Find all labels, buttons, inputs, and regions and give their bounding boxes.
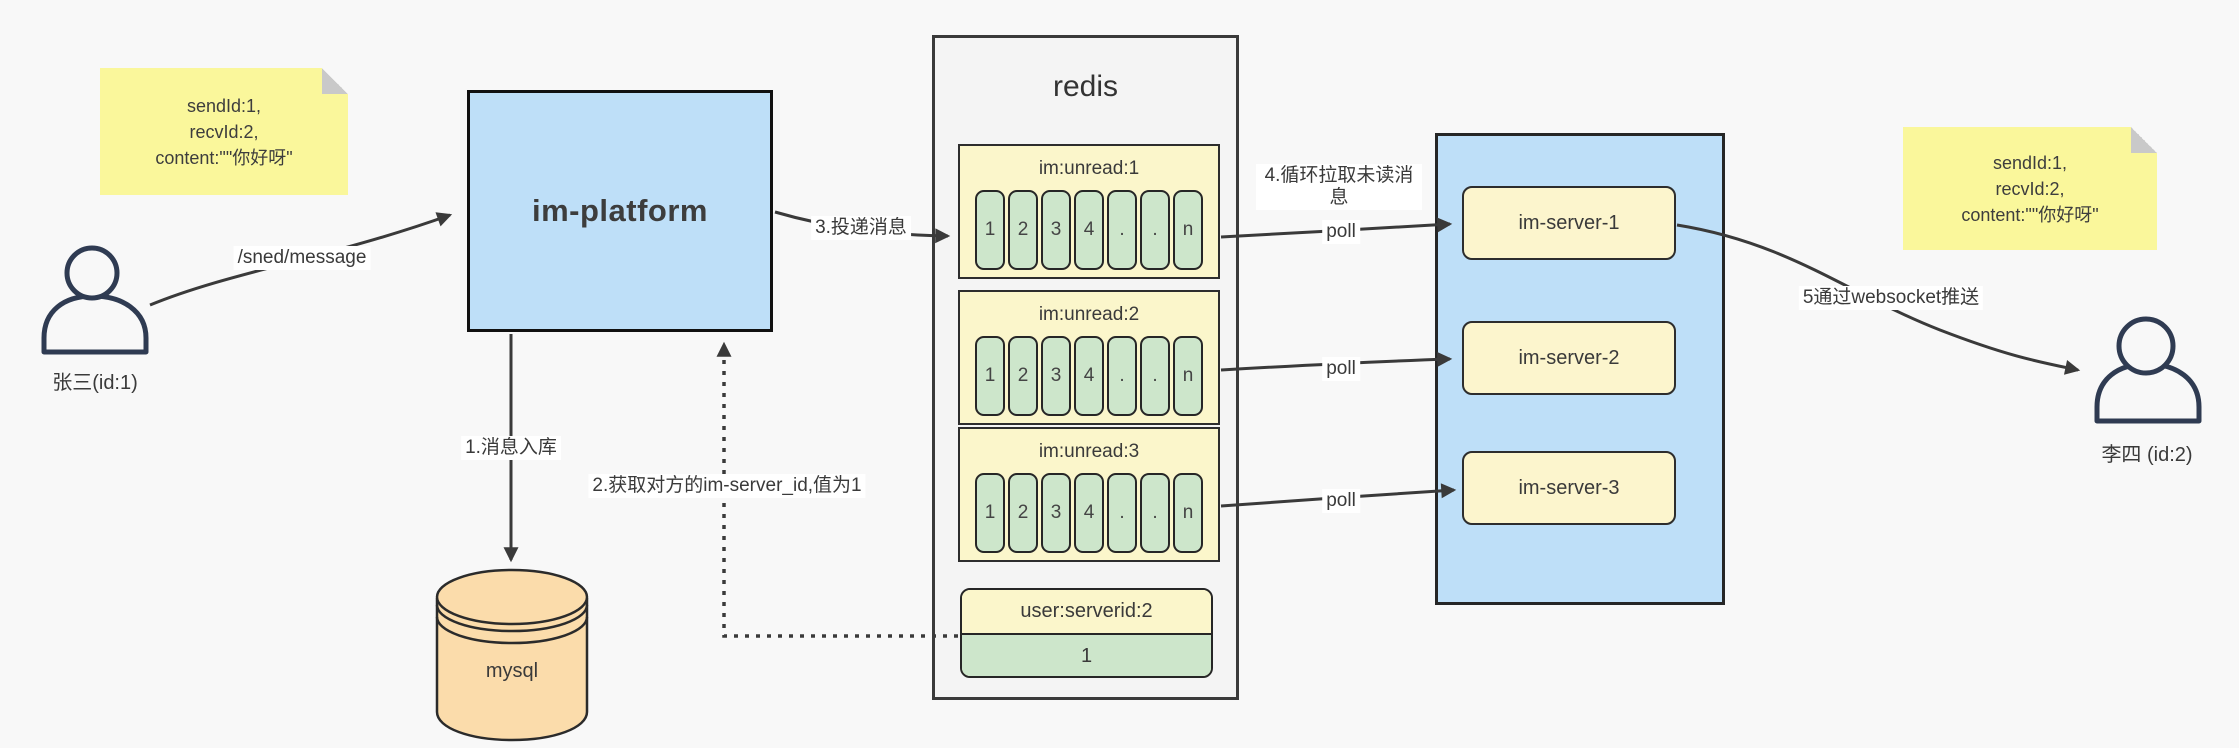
queue-cell: . [1140, 473, 1170, 553]
edge-label-send-api: /sned/message [233, 246, 371, 270]
im-server-label: im-server-1 [1518, 211, 1620, 234]
note-line: sendId:1, [1992, 152, 2068, 173]
redis-queue-unread-1: im:unread:1 1 2 3 4 . . n [958, 144, 1220, 279]
im-server-2-box: im-server-2 [1462, 321, 1676, 395]
queue-cell: n [1173, 190, 1203, 270]
sender-user-icon [41, 245, 149, 355]
receiver-user-icon [2094, 316, 2202, 424]
edge-label-poll-2: poll [1322, 357, 1360, 381]
edge-label-step2: 2.获取对方的im-server_id,值为1 [588, 474, 866, 498]
note-line: sendId:1, [186, 95, 262, 116]
queue-cell: . [1107, 190, 1137, 270]
queue-title: im:unread:1 [1038, 158, 1140, 179]
im-server-label: im-server-2 [1518, 346, 1620, 369]
queue-cells: 1 2 3 4 . . n [960, 473, 1218, 553]
edge-label-step4: 4.循环拉取未读消息 [1256, 164, 1422, 210]
edge-label-poll-1: poll [1322, 220, 1360, 244]
queue-cell: 4 [1074, 336, 1104, 416]
im-platform-label: im-platform [532, 193, 708, 228]
queue-cell: 4 [1074, 473, 1104, 553]
im-server-label: im-server-3 [1518, 476, 1620, 499]
sticky-note-sender-payload: sendId:1, recvId:2, content:""你好呀" [100, 68, 348, 195]
queue-cell: . [1107, 336, 1137, 416]
queue-cell: 1 [975, 473, 1005, 553]
kv-title: user:serverid:2 [962, 590, 1211, 635]
queue-cell: 1 [975, 336, 1005, 416]
note-line: content:""你好呀" [1961, 204, 2099, 225]
note-line: content:""你好呀" [155, 147, 293, 168]
edge-label-poll-3: poll [1322, 489, 1360, 513]
note-line: recvId:2, [1995, 178, 2065, 199]
queue-cell: 3 [1041, 190, 1071, 270]
queue-cell: 4 [1074, 190, 1104, 270]
redis-queue-unread-3: im:unread:3 1 2 3 4 . . n [958, 427, 1220, 562]
im-platform-box: im-platform [467, 90, 773, 332]
queue-cell: 3 [1041, 473, 1071, 553]
queue-cell: . [1107, 473, 1137, 553]
queue-cells: 1 2 3 4 . . n [960, 336, 1218, 416]
queue-cell: 2 [1008, 190, 1038, 270]
queue-title: im:unread:3 [1038, 441, 1140, 462]
queue-cell: 3 [1041, 336, 1071, 416]
edge-label-step3: 3.投递消息 [811, 216, 911, 240]
edge-label-step5: 5通过websocket推送 [1798, 286, 1984, 310]
queue-cells: 1 2 3 4 . . n [960, 190, 1218, 270]
mysql-label: mysql [485, 660, 539, 682]
mysql-database-icon [435, 568, 589, 742]
queue-cell: . [1140, 190, 1170, 270]
receiver-label: 李四 (id:2) [2101, 444, 2193, 466]
im-server-3-box: im-server-3 [1462, 451, 1676, 525]
kv-value: 1 [962, 635, 1211, 676]
sticky-note-receiver-payload: sendId:1, recvId:2, content:""你好呀" [1903, 127, 2157, 250]
queue-cell: 1 [975, 190, 1005, 270]
sender-label: 张三(id:1) [52, 372, 138, 394]
edge-label-step1: 1.消息入库 [461, 436, 561, 460]
note-fold-corner-icon [2131, 127, 2157, 153]
queue-cell: 2 [1008, 336, 1038, 416]
note-line: recvId:2, [189, 121, 259, 142]
queue-cell: . [1140, 336, 1170, 416]
redis-user-serverid-box: user:serverid:2 1 [960, 588, 1213, 678]
redis-title: redis [1052, 70, 1119, 103]
queue-cell: n [1173, 336, 1203, 416]
im-server-1-box: im-server-1 [1462, 186, 1676, 260]
queue-title: im:unread:2 [1038, 304, 1140, 325]
redis-queue-unread-2: im:unread:2 1 2 3 4 . . n [958, 290, 1220, 425]
note-fold-corner-icon [322, 68, 348, 94]
queue-cell: n [1173, 473, 1203, 553]
queue-cell: 2 [1008, 473, 1038, 553]
